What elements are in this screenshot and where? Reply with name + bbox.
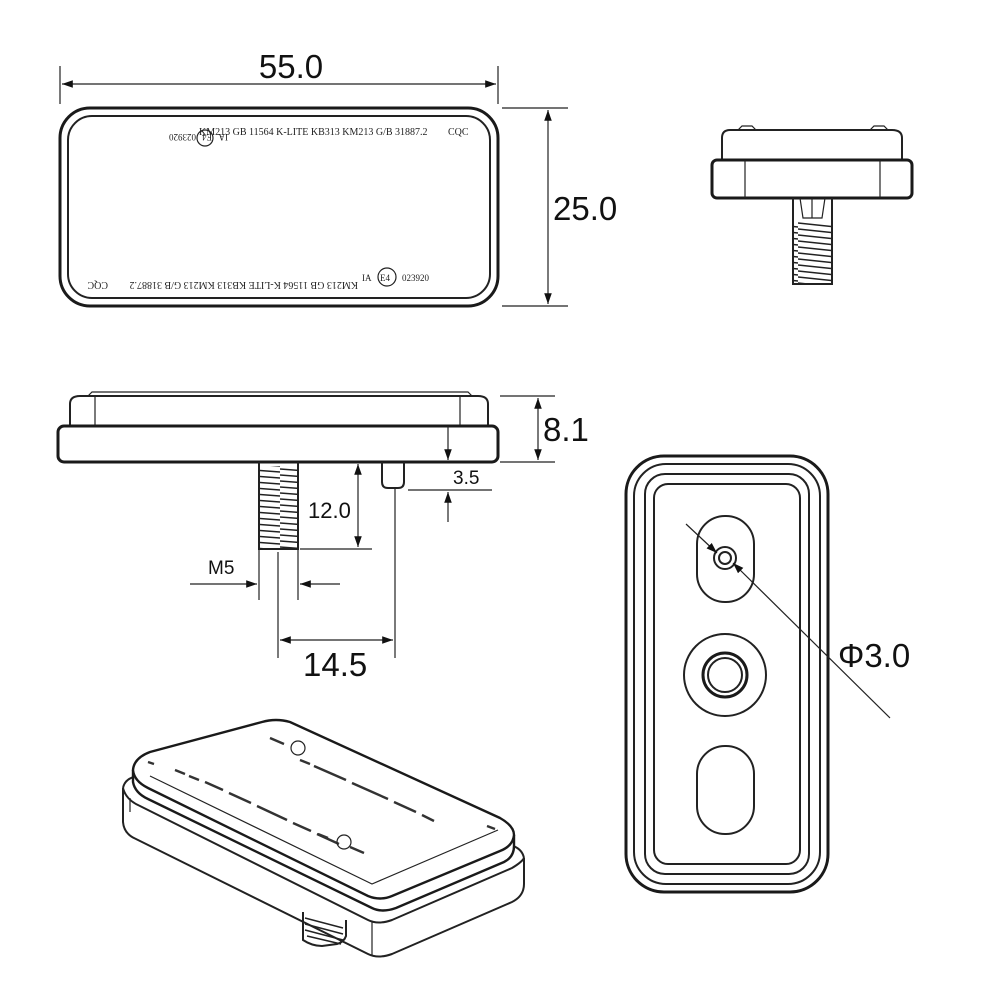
marking-ccc-bottom: CQC [87,279,108,290]
bolt-length-dimension-label: 12.0 [308,498,351,523]
lower-slot [696,745,755,835]
marking-e-top: E4 [202,132,212,142]
depth-dimension-label: 8.1 [543,411,589,448]
bolt-boss [683,633,767,717]
top-view-inner-outline [67,115,491,299]
end-view-base [710,158,914,200]
iso-markings [147,736,496,855]
isometric-view [122,718,525,958]
rear-view-inner-recess [653,483,801,865]
marking-line-bottom: KM213 GB 11564 K-LITE KB313 KM213 G/B 31… [129,279,358,290]
locating-hole-inner [718,551,732,565]
height-dimension-label: 25.0 [553,190,617,227]
e-mark-circle-top [196,129,214,147]
thread-dimension-label: M5 [208,558,234,579]
end-view-top-cap [721,129,903,160]
rear-view-inner-outline [644,473,810,875]
marking-cert-top: 023920 [169,132,197,142]
iso-lens-top [131,718,516,900]
side-view: 8.1 3.5 12.0 M5 14.5 [56,391,589,683]
top-view: KM213 GB 11564 K-LITE KB313 KM213 G/B 31… [58,48,617,308]
marking-ia-top: IA [218,132,228,142]
top-view-outer-outline [58,106,500,308]
bottom-markings-row: KM213 GB 11564 K-LITE KB313 KM213 G/B 31… [87,267,430,290]
marking-cert-bottom: 023920 [402,273,430,283]
e-mark-circle-bottom [377,267,397,287]
iso-base-outline [122,788,525,958]
width-dimension-label: 55.0 [259,48,323,85]
hole-diameter-leader [732,562,891,719]
bolt-hole-inner [707,657,743,693]
side-view-top-cap [69,395,489,426]
offset-dimension-label: 14.5 [303,646,367,683]
rear-view-second-outline [633,463,821,885]
marking-ia-bottom: IA [362,273,372,283]
end-view [710,125,914,285]
side-view-pin [381,462,405,489]
locating-hole-outer [713,546,737,570]
top-markings-row: KM213 GB 11564 K-LITE KB313 KM213 G/B 31… [169,127,469,147]
bolt-hole-outer [701,651,749,699]
upper-slot [696,515,755,603]
hole-diameter-label: Φ3.0 [838,637,910,674]
marking-ccc-top: CQC [448,127,469,138]
iso-bolt [302,912,347,948]
rear-view: Φ3.0 [624,454,910,894]
marking-line-top: KM213 GB 11564 K-LITE KB313 KM213 G/B 31… [199,127,428,138]
side-view-base [56,424,500,464]
rear-view-outer-outline [624,454,830,894]
pin-height-dimension-label: 3.5 [453,468,479,489]
marking-e-bottom: E4 [380,273,390,283]
